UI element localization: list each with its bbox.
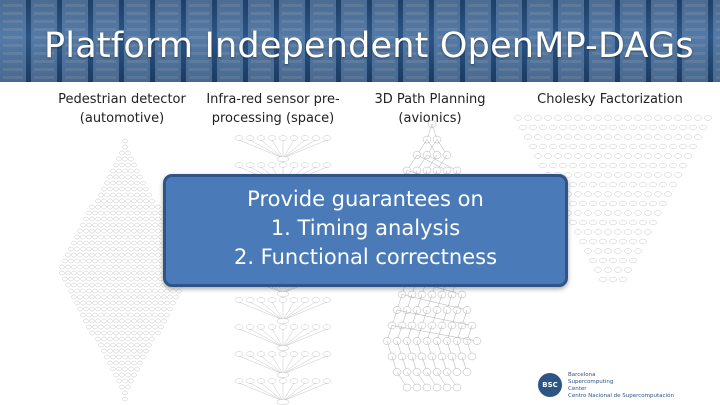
- callout-line3: 2. Functional correctness: [166, 243, 565, 272]
- bsc-logo: BSC Barcelona Supercomputing Center Cent…: [538, 370, 678, 403]
- bsc-logo-text: Barcelona Supercomputing Center Centro N…: [568, 372, 674, 400]
- column-label-infrared: Infra-red sensor pre- processing (space): [198, 90, 348, 128]
- logo-line4: Centro Nacional de Supercomputación: [568, 393, 674, 400]
- logo-line2: Supercomputing: [568, 379, 674, 386]
- column-label-line2: (automotive): [52, 109, 192, 128]
- column-label-line1: 3D Path Planning: [365, 90, 495, 109]
- column-label-line1: Cholesky Factorization: [525, 90, 695, 109]
- bsc-logo-mark: BSC: [538, 373, 562, 397]
- column-label-line1: Infra-red sensor pre-: [198, 90, 348, 109]
- column-label-line2: processing (space): [198, 109, 348, 128]
- logo-line3: Center: [568, 386, 674, 393]
- slide-title: Platform Independent OpenMP-DAGs: [44, 26, 694, 66]
- column-label-pedestrian: Pedestrian detector (automotive): [52, 90, 192, 128]
- column-label-line1: Pedestrian detector: [52, 90, 192, 109]
- title-banner: Platform Independent OpenMP-DAGs: [0, 0, 720, 82]
- callout-line2: 1. Timing analysis: [166, 214, 565, 243]
- logo-line1: Barcelona: [568, 372, 674, 379]
- callout-line1: Provide guarantees on: [166, 185, 565, 214]
- guarantees-callout: Provide guarantees on 1. Timing analysis…: [163, 174, 568, 287]
- column-label-cholesky: Cholesky Factorization: [525, 90, 695, 109]
